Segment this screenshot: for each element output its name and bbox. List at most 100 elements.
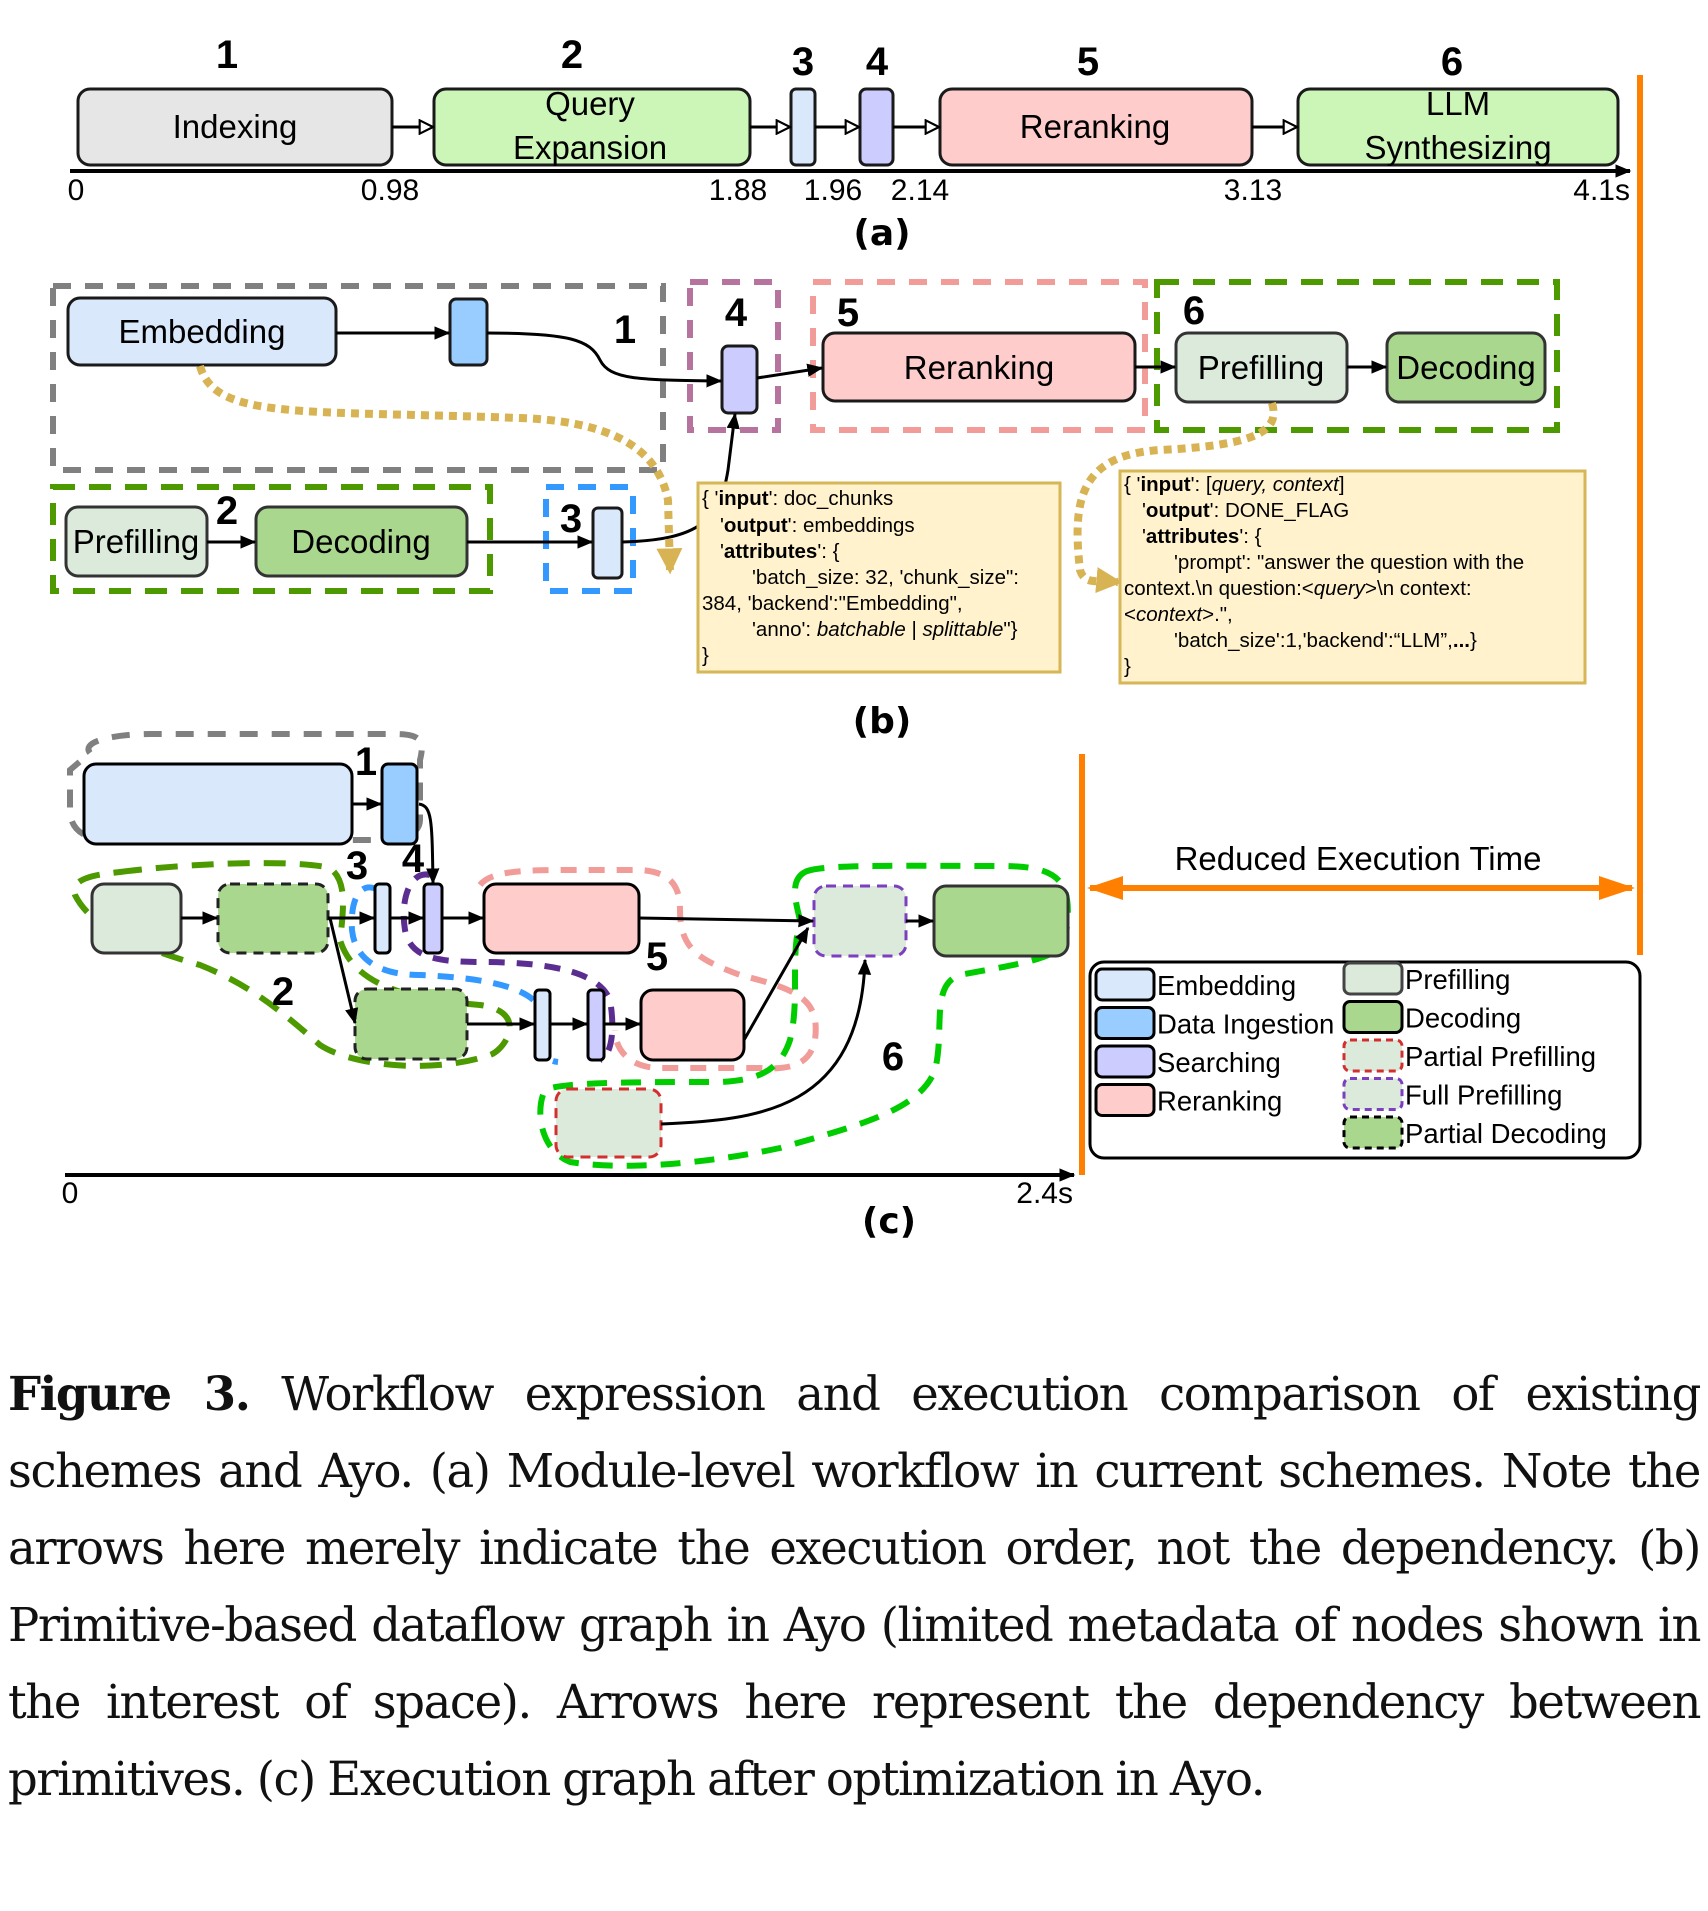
- info-text: ': {: [817, 540, 839, 563]
- tick-label: 3.13: [1224, 174, 1282, 207]
- reranking-block-1: [482, 882, 641, 955]
- group-number-4: 4: [402, 837, 425, 881]
- info-text: }: [702, 644, 709, 667]
- info-text: query, context: [1212, 473, 1341, 496]
- group-box-5: [810, 279, 1148, 433]
- query-embedding-node: [591, 506, 624, 580]
- decoding-node-expansion-label: Decoding: [291, 523, 430, 560]
- tick-label: 2.14: [891, 174, 949, 207]
- searching-primitive-2: [586, 988, 606, 1062]
- legend-label: Data Ingestion: [1157, 1009, 1334, 1040]
- searching-node: [720, 344, 759, 415]
- legend-label: Reranking: [1157, 1086, 1282, 1117]
- figure-label: Figure 3.: [8, 1366, 251, 1421]
- info-text: ': [720, 514, 724, 537]
- info-key: output: [1146, 499, 1210, 522]
- dependency-arrow: [418, 802, 440, 885]
- svg-text:'attributes': {: 'attributes': {: [1142, 525, 1262, 548]
- decoding-node-llm-label: Decoding: [1396, 349, 1535, 386]
- embedding-module-small: [789, 87, 817, 167]
- svg-text:'anno': batchable | splittable: 'anno': batchable | splittable"}: [752, 618, 1018, 641]
- stage-number-4: 4: [866, 40, 889, 84]
- tick-label: 0: [62, 1177, 79, 1210]
- info-text: ]: [1339, 473, 1345, 496]
- info-text: batchable: [817, 618, 906, 641]
- info-text: >\n context:: [1365, 577, 1472, 600]
- svg-text:{ 'input': [query, context]: { 'input': [query, context]: [1124, 473, 1345, 496]
- stage-number-3: 3: [792, 40, 814, 84]
- panel-b: Embedding Reranking Prefilling Decoding …: [50, 279, 1587, 742]
- info-text: ': doc_chunks: [769, 487, 894, 510]
- info-text: }: [1124, 655, 1131, 678]
- dependency-arrow: [756, 363, 824, 380]
- legend-swatch: [1342, 1038, 1404, 1073]
- info-text: "}: [1003, 618, 1017, 641]
- partial-prefilling-block: [554, 1087, 663, 1159]
- group-outline-5: [477, 867, 819, 1072]
- svg-text:'output': embeddings: 'output': embeddings: [720, 514, 915, 537]
- caption-text: Workflow expression and execution compar…: [8, 1367, 1701, 1806]
- reranking-node-label: Reranking: [904, 349, 1054, 386]
- stage-number-5: 5: [1077, 40, 1099, 84]
- group-number-2: 2: [216, 489, 238, 533]
- tick-label: 0.98: [361, 174, 419, 207]
- info-text: 'anno':: [752, 618, 817, 641]
- tick-label: 4.1s: [1573, 174, 1630, 207]
- legend-swatch: [1342, 1115, 1404, 1150]
- legend-label: Searching: [1157, 1047, 1281, 1078]
- info-key: attributes: [1146, 525, 1239, 548]
- legend-label: Partial Prefilling: [1405, 1041, 1596, 1072]
- group-number-1: 1: [614, 308, 636, 352]
- prefilling-node-llm-label: Prefilling: [1198, 349, 1325, 386]
- info-text: context.\n question:<: [1124, 577, 1314, 600]
- group-number-1: 1: [355, 740, 377, 784]
- full-prefilling-block: [812, 884, 908, 958]
- group-outline-6: [537, 862, 1071, 1169]
- svg-text:'attributes': {: 'attributes': {: [720, 540, 840, 563]
- legend-swatch: [1094, 1006, 1156, 1040]
- query-expansion-label-line2: Expansion: [513, 129, 667, 166]
- info-text: ': [720, 540, 724, 563]
- llm-metadata-box: [1118, 469, 1587, 685]
- tick-label: 2.4s: [1016, 1177, 1073, 1210]
- group-number-6: 6: [1183, 289, 1205, 333]
- partial-decoding-block-2: [353, 987, 469, 1061]
- dependency-arrow: [742, 926, 810, 1041]
- group-number-2: 2: [272, 970, 294, 1014]
- dependency-arrow: [486, 331, 723, 388]
- info-text: ': [1142, 525, 1146, 548]
- tick-label: 0: [68, 174, 85, 207]
- legend-swatch: [1094, 1044, 1156, 1079]
- group-outline-1: [67, 731, 425, 843]
- legend-swatch: [1342, 1077, 1404, 1111]
- indexing-label: Indexing: [173, 108, 298, 145]
- embedding-primitive-1: [373, 882, 392, 955]
- prefilling-block: [90, 882, 183, 955]
- info-text: }: [1470, 629, 1477, 652]
- group-box-6: [1154, 279, 1560, 433]
- info-text: ...: [1453, 629, 1470, 652]
- metadata-connector-prefilling: [1073, 401, 1278, 594]
- svg-text:<context>.",: <context>.",: [1124, 603, 1233, 626]
- group-box-1: [50, 283, 666, 473]
- metadata-connector-embedding: [196, 364, 683, 575]
- embedding-primitive-2: [533, 988, 552, 1062]
- legend-swatch: [1342, 1000, 1404, 1034]
- legend-swatch: [1094, 967, 1156, 1002]
- llm-synthesizing-label-line1: LLM: [1426, 85, 1490, 122]
- info-text: 'batch_size':1,'backend':“LLM”,: [1174, 629, 1453, 652]
- figure-caption: Figure 3. Workflow expression and execut…: [8, 1355, 1701, 1818]
- svg-text:'batch_size':1,'backend':“LLM”: 'batch_size':1,'backend':“LLM”,...}: [1174, 629, 1477, 652]
- info-text: ': DONE_FLAG: [1210, 499, 1349, 522]
- reranking-label: Reranking: [1020, 108, 1170, 145]
- dependency-arrow: [638, 914, 815, 928]
- info-text: splittable: [922, 618, 1003, 641]
- stage-number-2: 2: [561, 33, 583, 77]
- llm-synthesizing-label-line2: Synthesizing: [1364, 129, 1551, 166]
- info-text: query: [1314, 577, 1367, 600]
- group-box-3: [543, 484, 636, 594]
- group-number-5: 5: [646, 935, 668, 979]
- decoding-block: [932, 884, 1070, 958]
- query-expansion-label-line1: Query: [545, 85, 635, 122]
- info-text: 'prompt': "answer the question with the: [1174, 551, 1524, 574]
